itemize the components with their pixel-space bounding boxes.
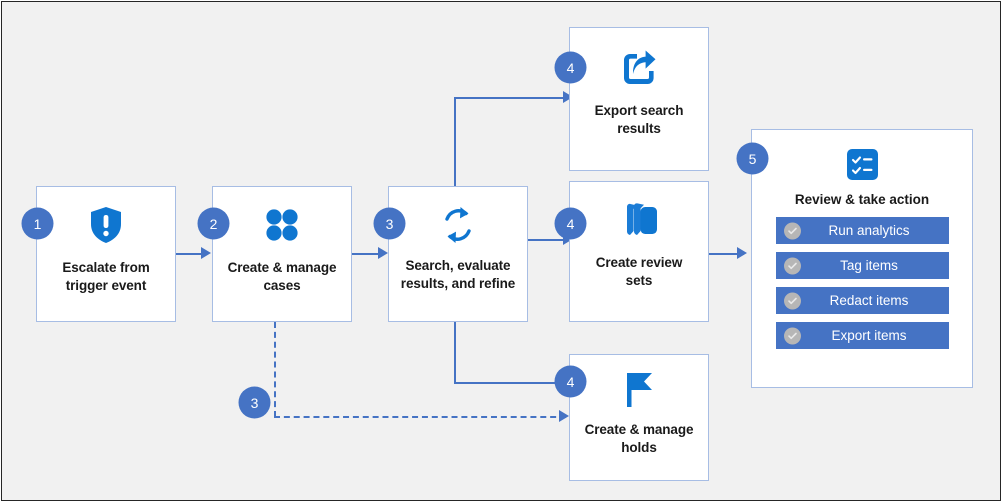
node-label: Create & manage cases <box>220 259 345 295</box>
checklist-icon <box>846 148 878 180</box>
action-button-tag-items[interactable]: Tag items <box>775 252 949 279</box>
node-label-line1: Create review <box>595 255 683 270</box>
node-export-search-results[interactable]: Export search results <box>569 27 709 171</box>
node-label-line1: Export search <box>594 103 684 118</box>
connector-escalate-to-cases <box>175 253 202 255</box>
node-label-line2: results <box>617 120 661 136</box>
node-label: Create & manage holds <box>577 421 702 457</box>
node-label-line2: sets <box>625 272 653 288</box>
node-label-line1: Search, evaluate <box>405 258 511 273</box>
node-label-line1: Create & manage <box>227 260 337 275</box>
arrowhead-cases-to-search <box>378 247 388 259</box>
action-button-label: Redact items <box>829 293 909 308</box>
node-label-line1: Escalate from <box>62 260 150 275</box>
action-list: Run analytics Tag items Redact items Exp… <box>752 217 972 349</box>
check-circle-icon <box>783 257 801 274</box>
connector-search-to-export <box>454 97 565 99</box>
connector-reviewsets-to-panel <box>709 253 744 255</box>
action-button-run-analytics[interactable]: Run analytics <box>775 217 949 244</box>
connector-cases-to-search <box>352 253 379 255</box>
connector-search-up <box>454 97 456 187</box>
connector-search-to-holds <box>454 382 565 384</box>
shield-exclamation-icon <box>89 205 123 245</box>
badge-step-2: 2 <box>198 208 229 239</box>
arrowhead-reviewsets-to-panel <box>737 247 747 259</box>
check-circle-icon <box>783 327 801 344</box>
flag-icon <box>620 371 658 409</box>
node-search-evaluate-refine[interactable]: Search, evaluate results, and refine <box>388 186 528 322</box>
arrowhead-search-to-export <box>563 91 573 103</box>
action-button-label: Run analytics <box>828 223 910 238</box>
node-label-line2: cases <box>263 277 301 293</box>
node-label: Create review sets <box>588 254 691 290</box>
badge-step-4-holds: 4 <box>555 366 586 397</box>
node-label-line2: holds <box>621 439 657 455</box>
dashed-connector-cases-down <box>274 322 276 417</box>
connector-search-to-reviewsets <box>528 239 565 241</box>
node-label: Export search results <box>587 102 692 138</box>
four-dots-grid-icon <box>265 207 299 243</box>
arrowhead-dashed-to-holds <box>559 410 569 422</box>
node-label-line1: Create & manage <box>584 422 694 437</box>
node-label-line2: trigger event <box>65 277 147 293</box>
dashed-connector-cases-to-holds <box>274 416 566 418</box>
action-button-label: Tag items <box>840 258 898 273</box>
node-label: Escalate from trigger event <box>54 259 157 295</box>
action-button-export-items[interactable]: Export items <box>775 322 949 349</box>
check-circle-icon <box>783 222 801 239</box>
export-share-icon <box>620 48 658 88</box>
action-button-redact-items[interactable]: Redact items <box>775 287 949 314</box>
node-label-line2: results, and refine <box>400 275 516 291</box>
refresh-sync-icon <box>440 205 476 245</box>
node-create-manage-holds[interactable]: Create & manage holds <box>569 354 709 481</box>
panel-review-take-action[interactable]: Review & take action Run analytics Tag i… <box>751 129 973 388</box>
node-escalate-from-trigger-event[interactable]: Escalate from trigger event <box>36 186 176 322</box>
connector-search-down <box>454 321 456 384</box>
panel-title: Review & take action <box>794 192 930 207</box>
arrowhead-escalate-to-cases <box>201 247 211 259</box>
arrowhead-search-to-reviewsets <box>563 233 573 245</box>
badge-step-4-review-sets: 4 <box>555 208 586 239</box>
node-create-review-sets[interactable]: Create review sets <box>569 181 709 322</box>
badge-step-4-export: 4 <box>555 52 586 83</box>
badge-step-5: 5 <box>737 143 768 174</box>
badge-step-3-dashed: 3 <box>239 387 270 418</box>
badge-step-3: 3 <box>374 208 405 239</box>
badge-step-1: 1 <box>22 208 53 239</box>
stacked-layers-icon <box>619 200 659 240</box>
node-label: Search, evaluate results, and refine <box>393 257 523 293</box>
check-circle-icon <box>783 292 801 309</box>
node-create-manage-cases[interactable]: Create & manage cases <box>212 186 352 322</box>
action-button-label: Export items <box>831 328 907 343</box>
